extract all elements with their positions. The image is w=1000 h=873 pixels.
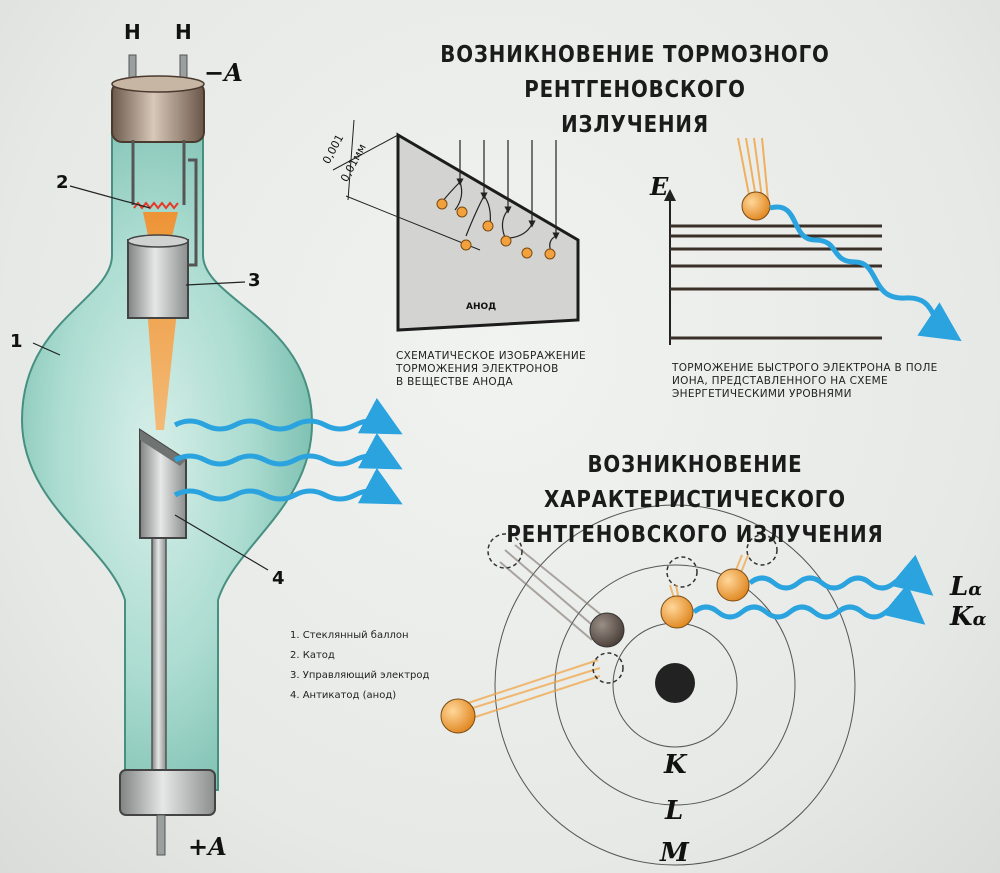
part-number-1: 1 xyxy=(10,331,23,352)
xray-wave-1 xyxy=(173,397,403,435)
legend-item: 2. Катод xyxy=(290,650,335,661)
shell-label-k: K xyxy=(664,750,687,780)
transition-electron-k xyxy=(660,595,694,629)
atom-diagram xyxy=(440,504,934,866)
legend-item: 4. Антикатод (анод) xyxy=(290,690,397,701)
k-alpha-wave xyxy=(692,583,926,625)
anode-caption-line: СХЕМАТИЧЕСКОЕ ИЗОБРАЖЕНИЕ xyxy=(396,350,586,362)
energy-caption-line: ИОНА, ПРЕДСТАВЛЕННОГО НА СХЕМЕ xyxy=(672,375,888,387)
plus-anode-label: +A xyxy=(188,832,227,861)
line-label-k: K xyxy=(950,602,973,632)
shell-label-m: M xyxy=(660,838,689,868)
incoming-electron-dark xyxy=(589,612,625,648)
title-bremsstrahlung: ВОЗНИКНОВЕНИЕ ТОРМОЗНОГО РЕНТГЕНОВСКОГО … xyxy=(373,38,898,143)
cathode-filament xyxy=(133,201,179,210)
anode-caption: СХЕМАТИЧЕСКОЕ ИЗОБРАЖЕНИЕ ТОРМОЖЕНИЯ ЭЛЕ… xyxy=(396,350,616,389)
title-characteristic: ВОЗНИКНОВЕНИЕ ХАРАКТЕРИСТИЧЕСКОГО РЕНТГЕ… xyxy=(459,448,932,553)
incoming-electron-orange xyxy=(440,698,476,734)
anode-caption-line: В ВЕЩЕСТВЕ АНОДА xyxy=(396,376,513,388)
energy-caption-line: ЭНЕРГЕТИЧЕСКИМИ УРОВНЯМИ xyxy=(672,388,852,400)
parts-legend: 1. Стеклянный баллон 2. Катод 3. Управля… xyxy=(290,626,490,706)
xray-tube xyxy=(20,54,403,856)
energy-caption: ТОРМОЖЕНИЕ БЫСТРОГО ЭЛЕКТРОНА В ПОЛЕ ИОН… xyxy=(672,362,942,401)
pin-label-1: H xyxy=(124,20,141,44)
line-label-k-alpha: Kα xyxy=(950,602,986,632)
control-electrode xyxy=(127,239,189,319)
legend-item: 1. Стеклянный баллон xyxy=(290,630,409,641)
anode-rod xyxy=(151,534,167,796)
xray-wave-2 xyxy=(173,432,403,470)
energy-level-diagram xyxy=(664,137,962,345)
emitted-photon-wave xyxy=(769,204,962,342)
energy-axis-label: E xyxy=(650,172,669,201)
title-top-line-1: ВОЗНИКНОВЕНИЕ ТОРМОЗНОГО РЕНТГЕНОВСКОГО xyxy=(440,42,830,103)
xray-wave-3 xyxy=(173,467,403,505)
minus-anode-label: −A xyxy=(204,58,243,87)
anode-braking-diagram xyxy=(332,119,580,332)
pin-label-2: H xyxy=(175,20,192,44)
part-number-4: 4 xyxy=(272,568,285,589)
transition-electron-l xyxy=(716,568,750,602)
line-label-l-alpha: Lα xyxy=(950,572,982,602)
shell-label-l: L xyxy=(665,796,684,826)
anode-label: АНОД xyxy=(466,302,497,312)
bottom-cap xyxy=(119,769,216,816)
line-label-l: L xyxy=(950,572,969,602)
anode-caption-line: ТОРМОЖЕНИЯ ЭЛЕКТРОНОВ xyxy=(396,363,559,375)
title-bottom-line-1: ВОЗНИКНОВЕНИЕ ХАРАКТЕРИСТИЧЕСКОГО xyxy=(544,452,846,513)
nucleus xyxy=(655,663,695,703)
energy-caption-line: ТОРМОЖЕНИЕ БЫСТРОГО ЭЛЕКТРОНА В ПОЛЕ xyxy=(672,362,938,374)
line-label-k-sub: α xyxy=(972,609,987,630)
part-number-3: 3 xyxy=(248,270,261,291)
l-alpha-wave xyxy=(748,554,934,596)
line-label-l-sub: α xyxy=(968,579,983,600)
title-bottom-line-2: РЕНТГЕНОВСКОГО ИЗЛУЧЕНИЯ xyxy=(506,522,884,548)
part-number-2: 2 xyxy=(56,172,69,193)
legend-item: 3. Управляющий электрод xyxy=(290,670,430,681)
title-top-line-2: ИЗЛУЧЕНИЯ xyxy=(561,112,709,138)
